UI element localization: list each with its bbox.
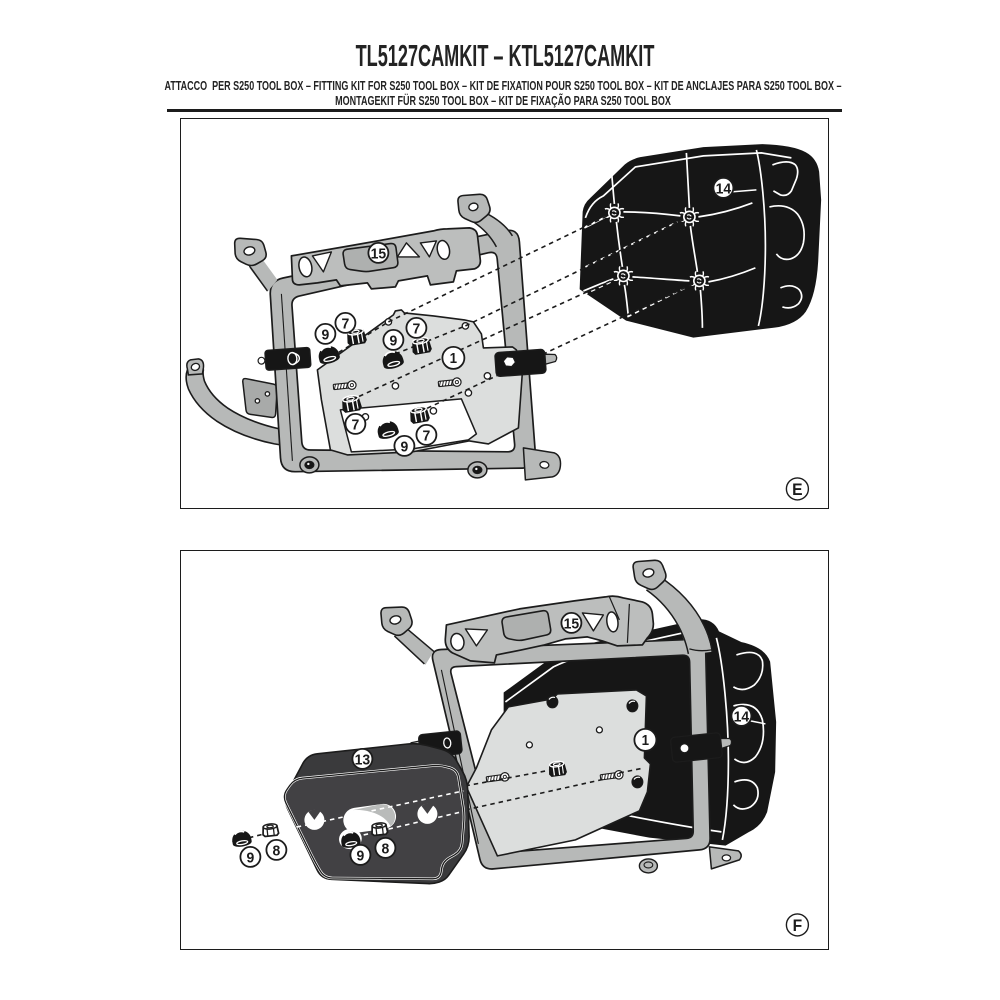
svg-text:9: 9 xyxy=(322,326,330,343)
svg-text:9: 9 xyxy=(401,438,409,455)
svg-text:9: 9 xyxy=(390,332,398,349)
svg-text:7: 7 xyxy=(423,427,431,444)
svg-text:15: 15 xyxy=(564,615,580,632)
svg-text:F: F xyxy=(793,916,803,935)
svg-text:14: 14 xyxy=(734,708,750,725)
svg-text:8: 8 xyxy=(382,840,390,857)
svg-text:9: 9 xyxy=(247,849,255,866)
svg-text:1: 1 xyxy=(450,349,458,366)
svg-text:14: 14 xyxy=(716,180,732,197)
svg-text:7: 7 xyxy=(342,315,350,332)
svg-text:9: 9 xyxy=(357,847,365,864)
svg-text:7: 7 xyxy=(352,416,360,433)
svg-text:1: 1 xyxy=(642,731,650,748)
svg-text:8: 8 xyxy=(273,842,281,859)
svg-text:E: E xyxy=(792,480,803,499)
svg-text:13: 13 xyxy=(355,751,371,768)
svg-text:15: 15 xyxy=(371,245,387,262)
svg-text:7: 7 xyxy=(413,320,421,337)
